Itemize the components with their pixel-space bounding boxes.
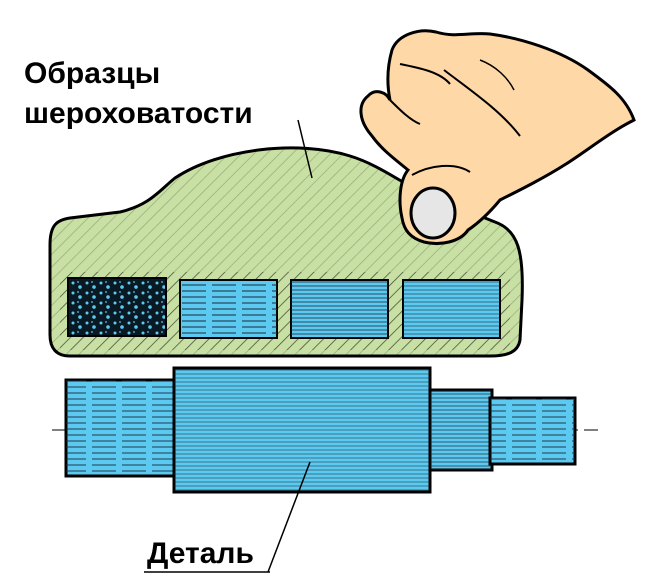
samples-label-line-2: шероховатости bbox=[24, 97, 253, 130]
part-leader-line bbox=[267, 461, 311, 573]
part-label: Деталь bbox=[147, 537, 254, 570]
stepped-shaft bbox=[52, 366, 598, 494]
hand-icon bbox=[359, 29, 636, 245]
samples-leader-line bbox=[297, 119, 313, 179]
sample-coarse bbox=[67, 277, 167, 337]
samples-label-line-1: Образцы bbox=[24, 57, 161, 90]
fingernail bbox=[409, 186, 457, 240]
sample-specimens bbox=[67, 277, 501, 339]
